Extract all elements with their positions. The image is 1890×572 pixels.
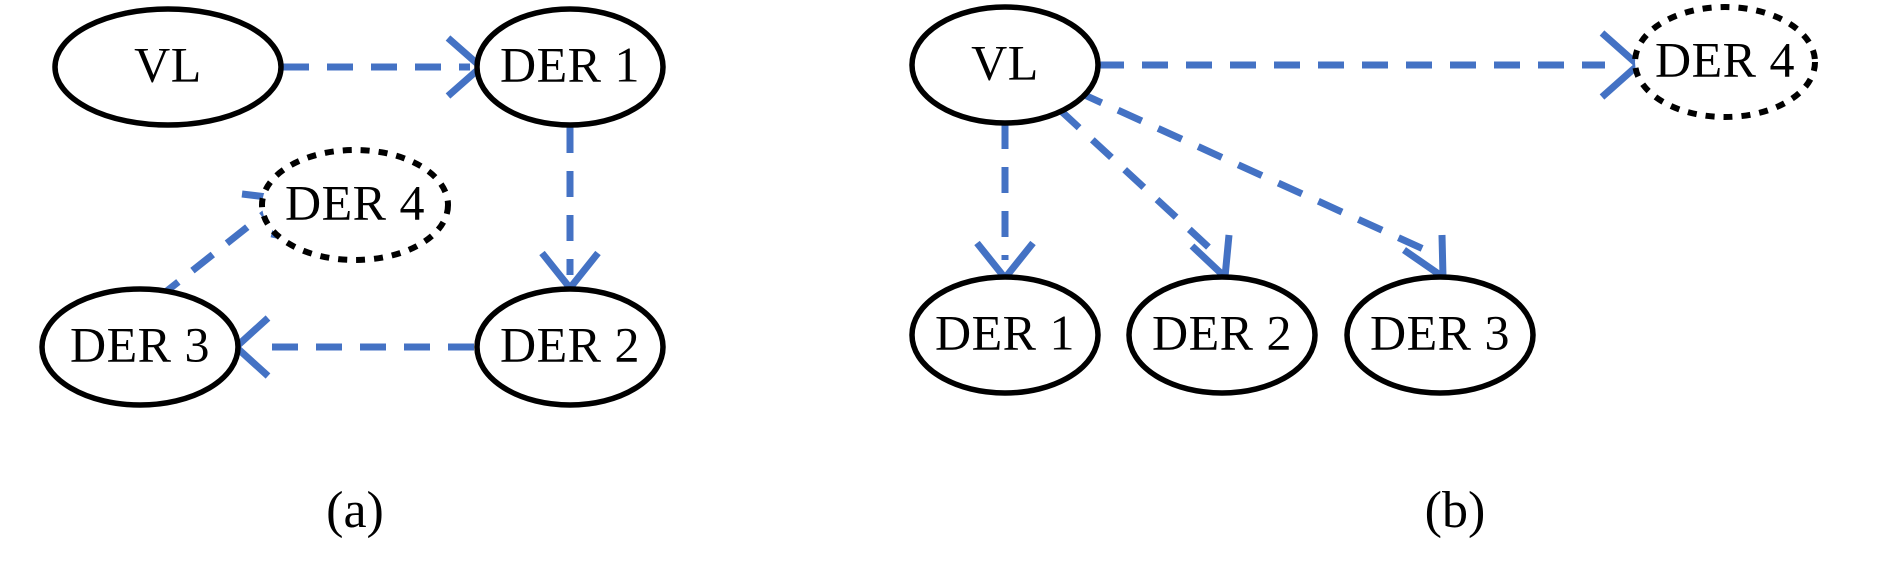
edge-vl-to-der4 <box>1098 30 1644 100</box>
node-label-vl: VL <box>971 34 1039 90</box>
node-ellipse-der1[interactable] <box>474 6 666 128</box>
node-ellipse-vl[interactable] <box>52 6 284 128</box>
node-label-der1: DER 1 <box>500 36 640 92</box>
node-label-der1: DER 1 <box>935 304 1075 360</box>
panel-b: VL DER 4 DER 1 DER 2 DER 3 (b) <box>909 4 1818 539</box>
node-a-der3[interactable]: DER 3 <box>39 286 241 408</box>
node-label-der4: DER 4 <box>1655 31 1795 87</box>
node-a-der1[interactable]: DER 1 <box>474 6 666 128</box>
node-ellipse-der2[interactable] <box>1126 274 1318 396</box>
node-ellipse-der2[interactable] <box>474 286 666 408</box>
node-ellipse-vl[interactable] <box>909 4 1101 126</box>
node-ellipse-der1[interactable] <box>909 274 1101 396</box>
node-a-vl[interactable]: VL <box>52 6 284 128</box>
node-label-der4: DER 4 <box>285 174 425 230</box>
edge-vl-to-der1 <box>974 123 1036 284</box>
node-b-der4-offline[interactable]: DER 4 <box>1632 4 1818 120</box>
node-b-der3[interactable]: DER 3 <box>1344 274 1536 396</box>
panel-b-caption: (b) <box>1425 482 1486 539</box>
node-label-der2: DER 2 <box>500 316 640 372</box>
node-ellipse-der4[interactable] <box>1632 4 1818 120</box>
node-label-der3: DER 3 <box>70 316 210 372</box>
edge-vl-to-der2 <box>1057 107 1233 285</box>
panel-a: VL DER 1 DER 4 DER 3 DER 2 (a) <box>39 6 666 539</box>
node-b-vl[interactable]: VL <box>909 4 1101 126</box>
edge-der1-to-der2 <box>539 127 601 294</box>
node-a-der2[interactable]: DER 2 <box>474 286 666 408</box>
node-a-der4-offline[interactable]: DER 4 <box>259 147 451 263</box>
panel-a-caption: (a) <box>326 482 384 539</box>
edge-der2-to-der3 <box>230 315 474 379</box>
node-label-vl: VL <box>134 36 202 92</box>
node-b-der2[interactable]: DER 2 <box>1126 274 1318 396</box>
node-ellipse-der3[interactable] <box>39 286 241 408</box>
edge-vl-to-der3 <box>1076 88 1447 284</box>
node-label-der2: DER 2 <box>1152 304 1292 360</box>
node-ellipse-der3[interactable] <box>1344 274 1536 396</box>
node-ellipse-der4[interactable] <box>259 147 451 263</box>
node-label-der3: DER 3 <box>1370 304 1510 360</box>
edge-vl-to-der1 <box>283 35 487 99</box>
node-b-der1[interactable]: DER 1 <box>909 274 1101 396</box>
